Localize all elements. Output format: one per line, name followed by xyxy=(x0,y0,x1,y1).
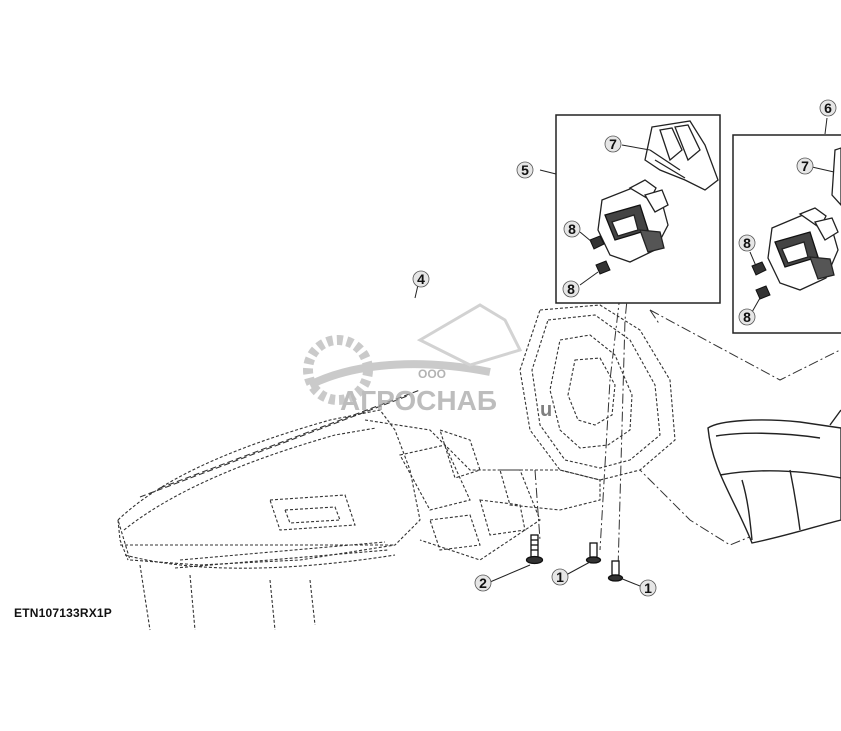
watermark-suffix-text: u xyxy=(540,399,552,421)
watermark-logo: ООО АГРОСНАБ u xyxy=(303,303,552,421)
leader-lines-box-5 xyxy=(579,144,651,286)
seat-console-assembly xyxy=(117,304,676,631)
callout-label: 5 xyxy=(521,162,529,178)
switch-module-5 xyxy=(597,179,669,263)
callout-label: 7 xyxy=(609,136,617,152)
switch-cover-part-7 xyxy=(644,120,719,191)
callout-label: 6 xyxy=(824,100,832,116)
callout-label: 8 xyxy=(568,221,576,237)
bolt-part-2 xyxy=(525,534,544,565)
callout-7-box6: 7 xyxy=(796,157,814,175)
callout-6: 6 xyxy=(819,99,837,117)
callout-label: 2 xyxy=(479,575,487,591)
bolt-part-1 xyxy=(585,542,602,564)
callout-label: 8 xyxy=(567,281,575,297)
callout-8-box6-bottom: 8 xyxy=(738,308,756,326)
callout-label: 8 xyxy=(743,235,751,251)
callout-label: 8 xyxy=(743,309,751,325)
callout-label: 4 xyxy=(417,271,425,287)
callout-1-right: 1 xyxy=(639,579,657,597)
seat-cushion xyxy=(707,409,841,544)
callout-2: 2 xyxy=(474,574,492,592)
watermark-small-text: ООО xyxy=(418,367,446,381)
callout-7-box5: 7 xyxy=(604,135,622,153)
callout-4: 4 xyxy=(412,270,430,288)
bolt-part-1 xyxy=(607,560,624,582)
callout-1-left: 1 xyxy=(551,568,569,586)
callout-8-box5-bottom: 8 xyxy=(562,280,580,298)
leader-lines-box-6 xyxy=(749,117,835,313)
callout-label: 7 xyxy=(801,158,809,174)
callout-8-box5-top: 8 xyxy=(563,220,581,238)
callout-8-box6-top: 8 xyxy=(738,234,756,252)
detail-box-6 xyxy=(732,117,841,334)
switch-module-6 xyxy=(767,147,841,291)
detail-box-5 xyxy=(555,114,721,304)
leader-lines-main xyxy=(414,169,641,587)
callout-label: 1 xyxy=(556,569,564,585)
screw-part-8 xyxy=(589,235,611,275)
figure-id-label: ETN107133RX1P xyxy=(14,606,112,620)
callout-label: 1 xyxy=(644,580,652,596)
callout-5: 5 xyxy=(516,161,534,179)
watermark-brand-text: АГРОСНАБ xyxy=(340,385,497,416)
